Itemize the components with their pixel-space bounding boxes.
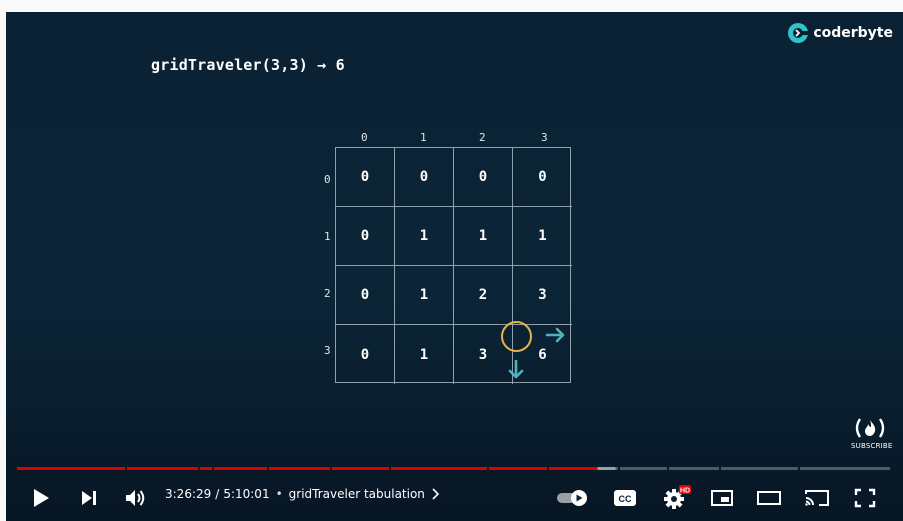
- fullscreen-icon: [854, 488, 876, 508]
- row-label: 0: [324, 173, 331, 186]
- chevron-right-icon: [432, 488, 439, 500]
- subscribe-label: SUBSCRIBE: [851, 442, 893, 450]
- formula-text: gridTraveler(3,3) → 6: [151, 56, 345, 74]
- chapter-title: gridTraveler tabulation: [288, 487, 425, 501]
- freecodecamp-flame-icon: [855, 418, 885, 438]
- grid-cell: 1: [395, 325, 454, 384]
- current-time: 3:26:29: [165, 487, 212, 501]
- cast-icon: [805, 490, 829, 506]
- col-label: 2: [479, 131, 486, 144]
- progress-segment[interactable]: [800, 467, 890, 470]
- progress-played: [127, 467, 198, 470]
- col-label: 0: [361, 131, 368, 144]
- chapter-title-button[interactable]: gridTraveler tabulation: [289, 487, 439, 501]
- fullscreen-button[interactable]: [851, 485, 879, 511]
- next-button[interactable]: [76, 484, 102, 512]
- grid-cell: 1: [395, 207, 454, 266]
- grid-diagram: 0 1 2 3 0 1 2 3 0 0 0 0 0 1 1 1 0 1 2 3 …: [311, 128, 591, 418]
- highlight-circle: [501, 321, 532, 352]
- time-separator: /: [215, 487, 220, 501]
- mute-button[interactable]: [122, 484, 150, 512]
- row-label: 3: [324, 344, 331, 357]
- grid-table: 0 0 0 0 0 1 1 1 0 1 2 3 0 1 3 6: [335, 147, 572, 384]
- settings-button[interactable]: HD: [660, 483, 692, 513]
- captions-button[interactable]: CC: [611, 485, 639, 511]
- grid-cell: 0: [336, 207, 395, 266]
- miniplayer-icon: [711, 490, 733, 506]
- grid-cell: 1: [454, 207, 513, 266]
- hd-badge: HD: [680, 488, 690, 495]
- subscribe-watermark[interactable]: SUBSCRIBE: [851, 416, 893, 450]
- cc-text: CC: [619, 494, 632, 504]
- grid-cell-highlighted: 6: [538, 346, 547, 363]
- coderbyte-logo: coderbyte: [787, 22, 893, 44]
- progress-played: [214, 467, 267, 470]
- gear-icon: HD: [664, 485, 691, 509]
- row-label: 1: [324, 230, 331, 243]
- grid-cell: 3: [513, 266, 572, 325]
- autoplay-toggle[interactable]: [555, 485, 591, 511]
- play-icon: [34, 489, 49, 507]
- grid-cell: 1: [513, 207, 572, 266]
- col-label: 3: [541, 131, 548, 144]
- arrow-right-icon: [545, 327, 565, 343]
- progress-played: [332, 467, 389, 470]
- progress-played: [269, 467, 330, 470]
- duration: 5:10:01: [223, 487, 270, 501]
- grid-cell: 0: [513, 148, 572, 207]
- grid-cell: 0: [336, 148, 395, 207]
- volume-icon: [126, 490, 145, 506]
- progress-chapters[interactable]: [17, 467, 890, 470]
- col-label: 1: [420, 131, 427, 144]
- next-icon: [82, 491, 96, 505]
- video-player[interactable]: gridTraveler(3,3) → 6 coderbyte 0 1 2 3 …: [6, 12, 903, 521]
- control-bar: 3:26:29 / 5:10:01 • gridTraveler tabulat…: [6, 476, 903, 521]
- progress-played: [489, 467, 547, 470]
- grid-cell: 0: [395, 148, 454, 207]
- grid-cell: 0: [454, 148, 513, 207]
- grid-cell: 2: [454, 266, 513, 325]
- theater-mode-button[interactable]: [754, 485, 784, 511]
- row-label: 2: [324, 287, 331, 300]
- progress-segment[interactable]: [669, 467, 719, 470]
- play-button[interactable]: [28, 484, 54, 512]
- grid-cell: 1: [395, 266, 454, 325]
- cc-icon: CC: [614, 490, 636, 506]
- progress-played: [17, 467, 125, 470]
- progress-segment[interactable]: [721, 467, 798, 470]
- progress-segment[interactable]: [620, 467, 667, 470]
- brand-name: coderbyte: [813, 25, 893, 41]
- grid-cell: 0: [336, 325, 395, 384]
- grid-cell: 0: [336, 266, 395, 325]
- progress-bar[interactable]: [17, 467, 890, 470]
- progress-played: [549, 467, 598, 470]
- theater-icon: [757, 491, 781, 505]
- chapter-bullet: •: [275, 487, 283, 501]
- cast-button[interactable]: [802, 485, 832, 511]
- progress-played: [200, 467, 212, 470]
- autoplay-toggle-icon: [557, 490, 587, 506]
- progress-played: [391, 467, 487, 470]
- time-display: 3:26:29 / 5:10:01 • gridTraveler tabulat…: [165, 487, 439, 501]
- grid-cell: 3: [454, 325, 513, 384]
- arrow-down-icon: [508, 359, 524, 379]
- coderbyte-logo-icon: [788, 23, 810, 43]
- miniplayer-button[interactable]: [708, 485, 736, 511]
